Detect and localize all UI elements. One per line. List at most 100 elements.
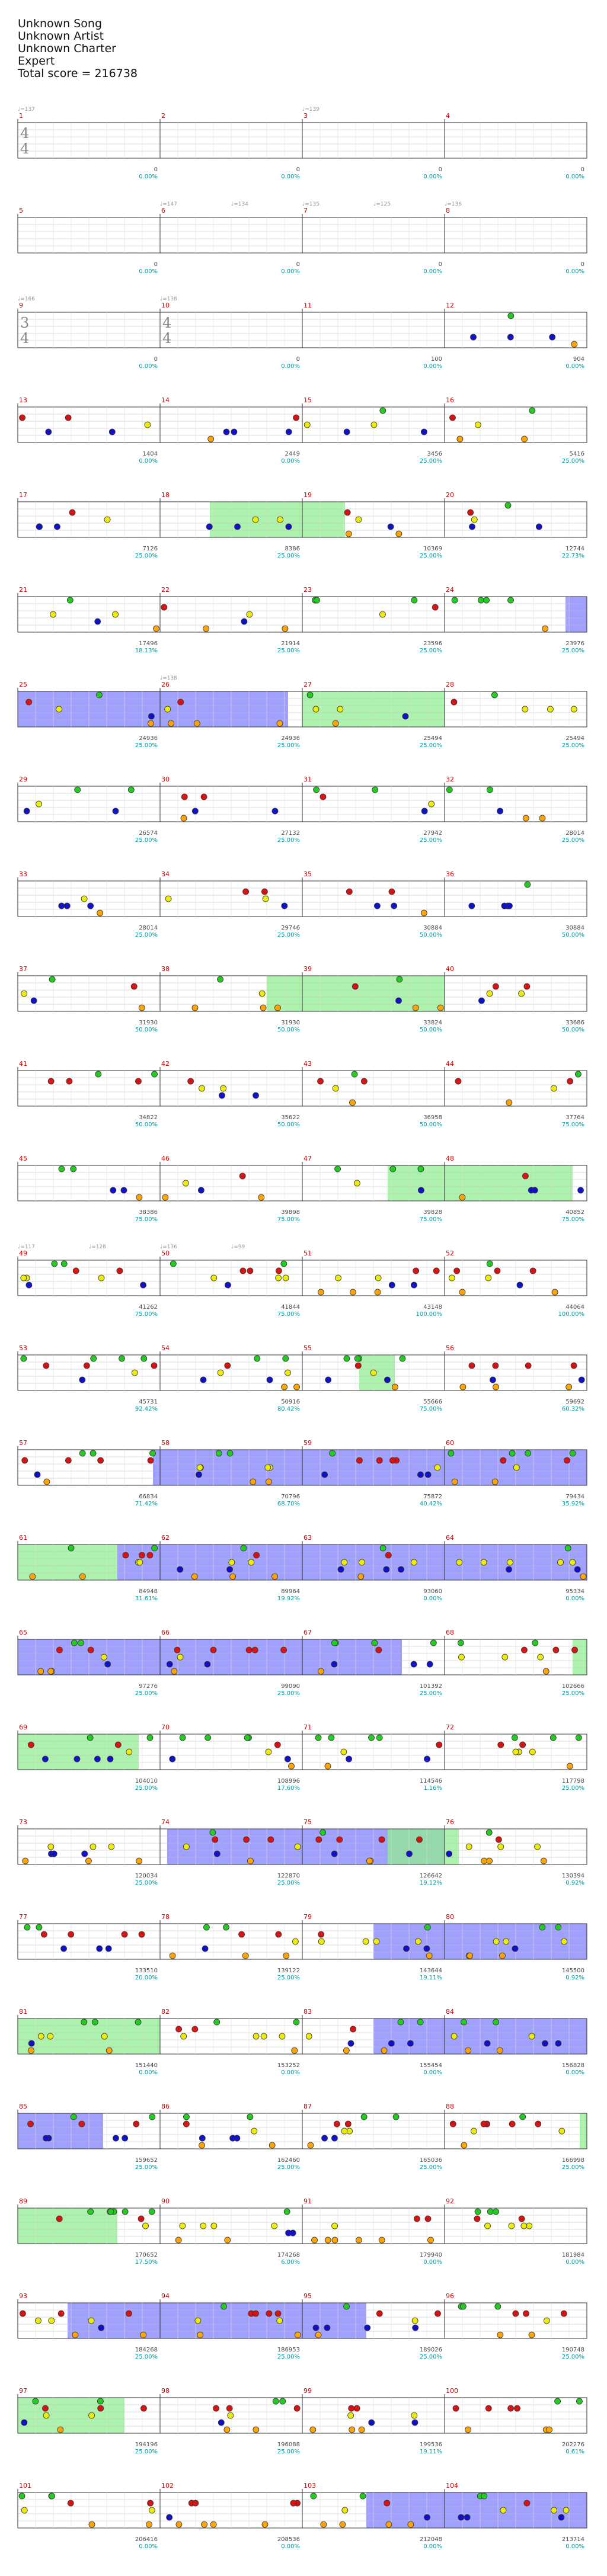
measure-score: 102666 (562, 1683, 584, 1690)
measure-score: 3456 (427, 451, 442, 457)
note (373, 1938, 380, 1945)
note (100, 1654, 107, 1661)
time-signature-bottom: 4 (20, 330, 29, 347)
measure-number: 22 (161, 586, 170, 594)
note (224, 1362, 231, 1369)
measure-percent: 0.00% (566, 1595, 584, 1602)
note (166, 2514, 173, 2521)
measure-percent: 25.00% (420, 2354, 442, 2360)
note (207, 435, 215, 443)
measure-number: 46 (161, 1155, 170, 1162)
note (448, 1450, 455, 1457)
note (148, 2507, 155, 2514)
note (50, 1850, 57, 1857)
measure-number: 59 (304, 1439, 312, 1447)
note (196, 1471, 202, 1478)
measure-score: 0 (296, 356, 300, 363)
note (47, 1843, 55, 1850)
measure-score: 30884 (423, 925, 442, 931)
measure-number: 49 (19, 1249, 27, 1257)
note (311, 2237, 318, 2244)
measure-number: 99 (304, 2387, 312, 2395)
measure-score: 99090 (281, 1683, 300, 1690)
note (138, 1931, 145, 1938)
note (558, 2128, 566, 2135)
note (374, 1289, 381, 1296)
measure-number: 68 (446, 1629, 454, 1636)
chart-row (17, 1825, 587, 1865)
note (464, 2514, 471, 2521)
note (539, 815, 546, 822)
measure-score: 0 (154, 166, 158, 173)
note (276, 720, 283, 727)
note (360, 1078, 368, 1085)
note (260, 1004, 267, 1011)
note (376, 1734, 383, 1741)
difficulty-label: Expert (18, 55, 55, 68)
note (534, 1843, 541, 1850)
note (226, 1566, 233, 1573)
note (43, 1478, 50, 1485)
note (410, 1661, 417, 1668)
measure-number: 74 (161, 1818, 170, 1826)
note (277, 516, 283, 523)
note (221, 2303, 228, 2310)
measure-percent: 0.00% (281, 2069, 300, 2076)
note (421, 808, 428, 815)
note (324, 1763, 331, 1770)
note (432, 604, 439, 611)
measure-score: 0 (296, 166, 300, 173)
measure-score: 194196 (135, 2442, 158, 2448)
note (485, 2405, 492, 2412)
note (456, 1559, 463, 1566)
note (407, 2521, 414, 2528)
note (424, 2215, 432, 2222)
note (349, 1289, 356, 1296)
note (555, 1924, 562, 1931)
measure-score: 84948 (139, 1588, 158, 1595)
note (112, 611, 119, 618)
measure-percent: 0.00% (566, 2069, 584, 2076)
note (95, 1071, 102, 1078)
measure-score: 0 (296, 261, 300, 268)
measure-number: 27 (304, 681, 312, 688)
note (203, 625, 209, 632)
note (94, 1755, 101, 1763)
measure-percent: 25.00% (135, 742, 158, 749)
note (279, 2398, 286, 2405)
measure-score: 184268 (135, 2347, 158, 2353)
note (28, 2040, 35, 2047)
measure-number: 89 (19, 2197, 27, 2205)
star-power-zone (18, 2208, 117, 2244)
note (417, 1165, 424, 1172)
measure-percent: 25.00% (562, 837, 584, 844)
measure-score: 26574 (139, 830, 158, 837)
measure-number: 100 (446, 2387, 458, 2395)
note (113, 2135, 119, 2142)
note (140, 2405, 147, 2412)
note (149, 1450, 156, 1457)
note (497, 1741, 504, 1748)
measure-percent: 0.00% (139, 268, 158, 275)
measure-percent: 25.00% (135, 1880, 158, 1886)
note (412, 1004, 419, 1011)
note (56, 1646, 63, 1654)
measure-score: 38386 (139, 1209, 158, 1216)
measure-score: 143644 (420, 1968, 442, 1974)
note (540, 1857, 547, 1864)
note (347, 2040, 354, 2047)
note (40, 1931, 47, 1938)
note (175, 2237, 182, 2244)
note (18, 2492, 25, 2500)
note (331, 2237, 338, 2244)
measure-percent: 25.00% (277, 1690, 300, 1697)
measure-percent: 25.00% (562, 742, 584, 749)
measure-score: 29746 (281, 925, 300, 931)
measure-score: 120034 (135, 1873, 158, 1879)
note (451, 597, 458, 604)
note (21, 990, 27, 997)
measure-percent: 25.00% (420, 648, 442, 654)
note (332, 1085, 339, 1092)
note (247, 1857, 254, 1864)
measure-score: 8386 (285, 546, 300, 552)
